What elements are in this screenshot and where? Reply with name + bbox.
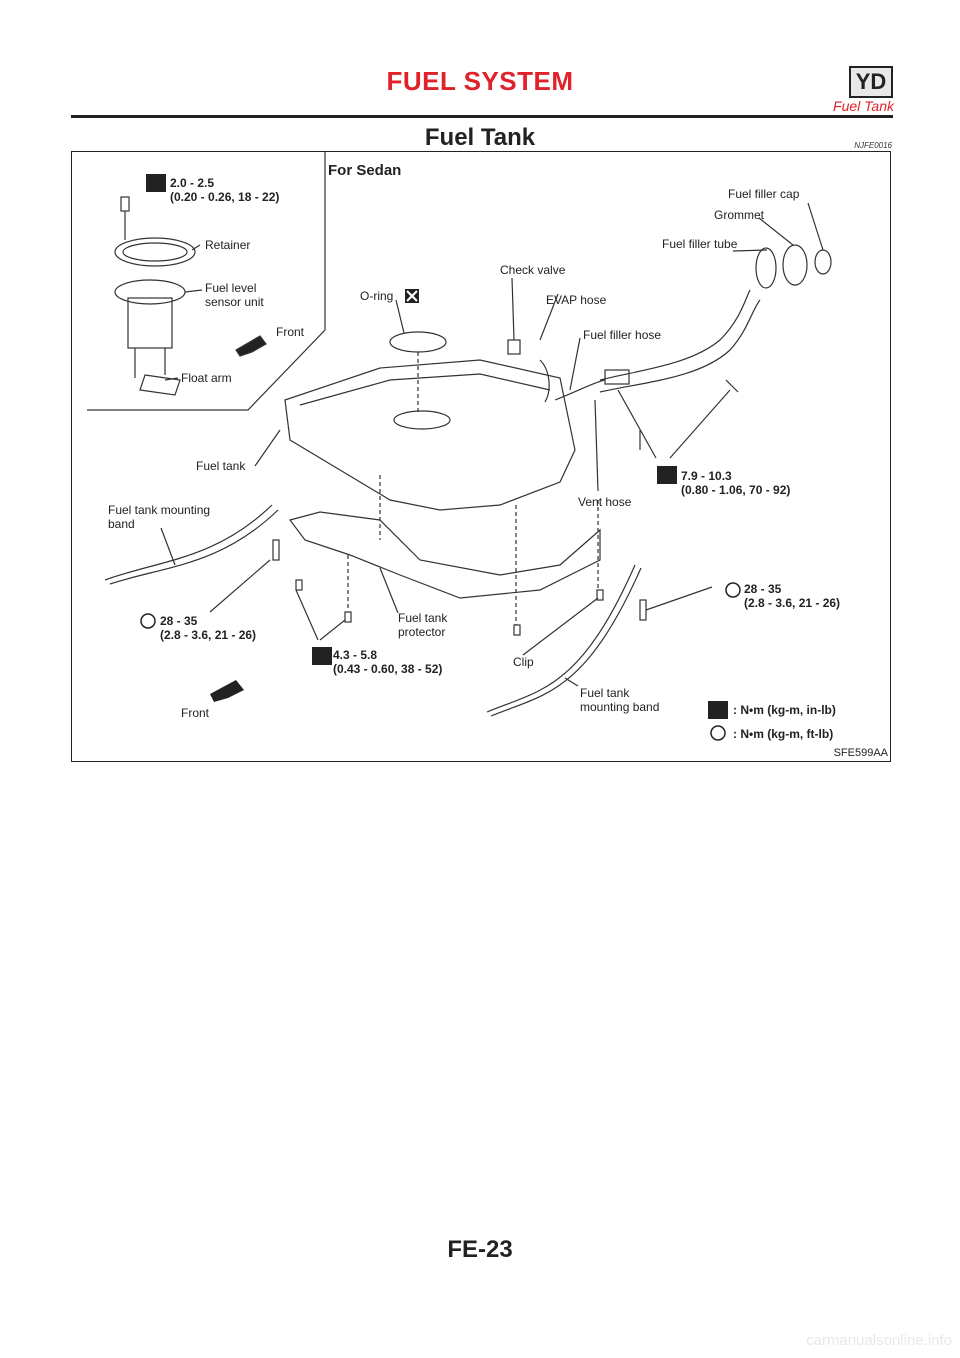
label-fuel-level-sensor: Fuel level sensor unit — [205, 281, 264, 309]
main-front-arrow — [210, 680, 244, 702]
label-front-inset: Front — [276, 325, 305, 339]
watermark: carmanualsonline.info — [806, 1332, 952, 1349]
figure-id: SFE599AA — [833, 747, 888, 759]
label-vent-hose: Vent hose — [578, 495, 632, 509]
retainer-ring — [114, 237, 196, 267]
sender-opening — [393, 410, 451, 430]
engine-code-badge: YD — [849, 66, 893, 98]
page-section-title: FUEL SYSTEM — [386, 66, 574, 96]
label-fuel-tank-protector: Fuel tank protector — [398, 611, 448, 639]
protector-shape — [288, 511, 601, 599]
label-float-arm: Float arm — [181, 371, 232, 385]
header-divider — [71, 115, 893, 118]
variant-title: For Sedan — [328, 162, 402, 179]
legend-in-lb: : N•m (kg-m, in-lb) — [733, 703, 836, 717]
label-torque-protector: 4.3 - 5.8 (0.43 - 0.60, 38 - 52) — [333, 648, 443, 676]
torque-icon-band-right — [725, 582, 741, 598]
fuel-tank-body — [284, 359, 576, 511]
torque-icon-band-left — [140, 613, 156, 629]
band-left — [104, 504, 273, 581]
inset-boundary — [87, 152, 326, 411]
page-subtitle: Fuel Tank — [833, 98, 894, 114]
do-not-reuse-icon — [405, 289, 419, 303]
torque-icons-outline — [140, 582, 741, 741]
page-number: FE-23 — [447, 1236, 513, 1263]
legend-ft-lb: : N•m (kg-m, ft-lb) — [733, 727, 834, 741]
label-front-main: Front — [181, 706, 210, 720]
label-torque-band-right: 28 - 35 (2.8 - 3.6, 21 - 26) — [744, 582, 841, 610]
check-valve-shape — [507, 339, 521, 355]
label-mounting-band-left: Fuel tank mounting band — [108, 503, 211, 531]
label-fuel-filler-tube: Fuel filler tube — [662, 237, 738, 251]
section-title: Fuel Tank — [424, 124, 536, 151]
label-fuel-filler-hose: Fuel filler hose — [583, 328, 662, 342]
band-right — [486, 564, 636, 713]
label-mounting-band-right: Fuel tank mounting band — [580, 686, 660, 714]
filler-cap-shape — [814, 249, 832, 275]
section-code: NJFE0016 — [854, 141, 892, 150]
label-torque-top: 2.0 - 2.5 (0.20 - 0.26, 18 - 22) — [170, 176, 280, 204]
inset-front-arrow — [235, 335, 267, 357]
label-check-valve: Check valve — [500, 263, 566, 277]
label-evap-hose: EVAP hose — [546, 293, 607, 307]
label-o-ring: O-ring — [360, 289, 394, 303]
figure-frame — [71, 151, 891, 762]
label-torque-band-left: 28 - 35 (2.8 - 3.6, 21 - 26) — [160, 614, 257, 642]
label-torque-filler: 7.9 - 10.3 (0.80 - 1.06, 70 - 92) — [681, 469, 791, 497]
label-fuel-tank: Fuel tank — [196, 459, 246, 473]
torque-icon-top — [146, 174, 166, 192]
torque-icon-filler — [657, 466, 677, 484]
float-arm-shape — [139, 374, 181, 396]
sensor-unit-top — [114, 279, 186, 305]
torque-icons — [146, 174, 728, 719]
label-clip: Clip — [513, 655, 534, 669]
label-grommet: Grommet — [714, 208, 765, 222]
grommet-shape — [782, 244, 808, 286]
o-ring-shape — [389, 331, 447, 353]
torque-icon-legend-in-lb — [708, 701, 728, 719]
torque-icon-legend-ft-lb — [710, 725, 726, 741]
torque-icon-protector — [312, 647, 332, 665]
label-fuel-filler-cap: Fuel filler cap — [728, 187, 800, 201]
inset-bolt — [120, 196, 130, 212]
filler-neck — [755, 247, 777, 289]
label-retainer: Retainer — [205, 238, 251, 252]
